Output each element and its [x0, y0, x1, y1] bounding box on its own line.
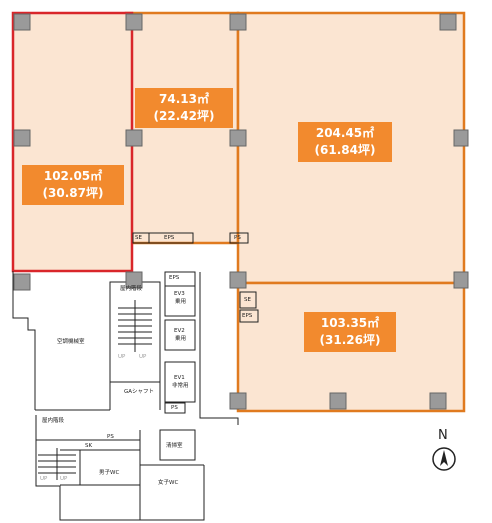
stair-bottom-label: 屋内階段 [42, 418, 65, 424]
unit-204-tsubo: (61.84坪) [314, 143, 376, 157]
up-label-2: UP [139, 354, 147, 360]
unit-103-label: 103.35㎡ (31.26坪) [304, 312, 396, 352]
eps-box [148, 232, 194, 244]
ps-core-label: PS [171, 405, 178, 411]
ev2-label: EV2 [174, 328, 185, 334]
eps-label-core: EPS [169, 275, 180, 281]
up-label-4: UP [60, 476, 68, 482]
ev3-use-label: 乗用 [175, 299, 187, 305]
unit-102-tsubo: (30.87坪) [42, 186, 104, 200]
up-label-3: UP [40, 476, 48, 482]
unit-74-label: 74.13㎡ (22.42坪) [135, 88, 233, 128]
unit-74-area[interactable] [124, 11, 240, 245]
ps-label: PS [234, 235, 241, 241]
sk-label: SK [85, 443, 93, 449]
unit-74-tsubo: (22.42坪) [153, 109, 215, 123]
core-walls [12, 271, 239, 521]
ev1-use-label: 非常用 [172, 383, 189, 389]
mech-room-label: 空調機械室 [57, 339, 85, 345]
stair-top-label: 屋内階段 [120, 286, 143, 292]
eps-box-2 [239, 309, 259, 323]
unit-102-area-selected[interactable] [11, 11, 134, 273]
unit-204-area: 204.45㎡ [315, 126, 375, 140]
unit-102-label: 102.05㎡ (30.87坪) [22, 165, 124, 205]
se-box-2 [239, 291, 257, 309]
womens-wc-label: 女子WC [158, 480, 179, 486]
mens-wc-label: 男子WC [99, 470, 120, 476]
se-label: SE [135, 235, 142, 241]
ev1-label: EV1 [174, 375, 185, 381]
gas-shaft-label: GAシャフト [124, 389, 155, 395]
columns [13, 13, 469, 410]
eps-label-2: EPS [242, 313, 253, 319]
unit-102-area: 102.05㎡ [43, 169, 103, 183]
ps-box [229, 232, 249, 244]
north-label: N [438, 428, 448, 443]
unit-103-tsubo: (31.26坪) [319, 333, 381, 347]
se-label-2: SE [244, 297, 251, 303]
cleaning-room-label: 清掃室 [166, 443, 183, 449]
eps-label: EPS [164, 235, 175, 241]
ev2-use-label: 乗用 [175, 336, 187, 342]
unit-74-area: 74.13㎡ [159, 92, 209, 106]
unit-204-label: 204.45㎡ (61.84坪) [298, 122, 392, 162]
ev3-label: EV3 [174, 291, 185, 297]
ps-bottom-label: PS [107, 434, 114, 440]
unit-103-area: 103.35㎡ [320, 316, 380, 330]
north-arrow-icon [432, 447, 456, 471]
up-label-1: UP [118, 354, 126, 360]
